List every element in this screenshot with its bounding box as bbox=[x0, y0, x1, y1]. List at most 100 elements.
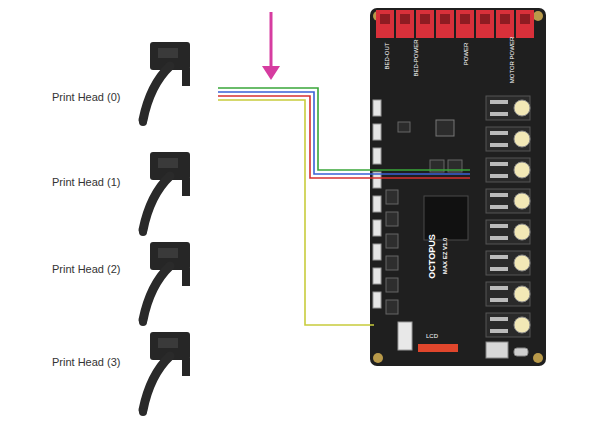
terminal-screw bbox=[500, 14, 510, 24]
header bbox=[386, 300, 398, 314]
head-hook bbox=[139, 228, 147, 236]
print-head-figure bbox=[139, 332, 190, 416]
side-connector bbox=[373, 220, 381, 236]
driver-socket bbox=[486, 158, 530, 182]
small-chip bbox=[398, 122, 410, 132]
pin-header bbox=[490, 143, 508, 147]
silkscreen-label: LCD bbox=[426, 333, 438, 339]
side-connector bbox=[373, 124, 381, 140]
pin-header bbox=[490, 224, 508, 228]
capacitor bbox=[514, 131, 530, 147]
driver-socket bbox=[486, 251, 530, 275]
driver-socket bbox=[486, 313, 530, 337]
header bbox=[386, 212, 398, 226]
head-tab bbox=[182, 68, 190, 86]
head-hook bbox=[139, 318, 147, 326]
capacitor bbox=[514, 286, 530, 302]
usb-port bbox=[486, 342, 508, 358]
silkscreen-label: BED-OUT bbox=[383, 43, 389, 70]
terminal-screw bbox=[440, 14, 450, 24]
print-head: Print Head (3) bbox=[46, 328, 218, 412]
pointer-arrow bbox=[262, 12, 280, 80]
terminal-screw bbox=[460, 14, 470, 24]
pin-header bbox=[490, 255, 508, 259]
head-label: Print Head (0) bbox=[52, 91, 120, 104]
pin-header bbox=[490, 112, 508, 116]
pin-header bbox=[490, 286, 508, 290]
pin-header bbox=[490, 205, 508, 209]
head-label: Print Head (3) bbox=[52, 356, 120, 369]
terminal-block bbox=[496, 10, 514, 38]
pin-header bbox=[490, 236, 508, 240]
side-connector bbox=[373, 100, 381, 116]
controller-board: OCTOPUS MAX EZ V1.0 bbox=[370, 8, 546, 366]
head-face bbox=[158, 158, 178, 168]
capacitor bbox=[514, 317, 530, 333]
silkscreen-label: MOTOR POWER bbox=[509, 37, 515, 84]
mount-hole bbox=[533, 11, 543, 21]
driver-socket bbox=[486, 127, 530, 151]
head-arm bbox=[143, 356, 170, 410]
header bbox=[386, 278, 398, 292]
board-silkscreen: MAX EZ V1.0 bbox=[442, 238, 448, 275]
side-connector bbox=[373, 148, 381, 164]
pcb bbox=[370, 8, 546, 366]
mcu-chip bbox=[424, 196, 468, 240]
print-head-figure bbox=[139, 242, 190, 326]
print-heads bbox=[139, 42, 190, 416]
terminal-block bbox=[436, 10, 454, 38]
head-face bbox=[158, 48, 178, 58]
wire bbox=[218, 92, 470, 174]
capacitor bbox=[514, 255, 530, 271]
head-tab bbox=[182, 178, 190, 196]
board-silkscreen: OCTOPUS bbox=[428, 234, 437, 278]
head-face bbox=[158, 338, 178, 348]
terminal-block bbox=[396, 10, 414, 38]
side-connector bbox=[373, 244, 381, 260]
capacitor bbox=[514, 224, 530, 240]
header bbox=[386, 256, 398, 270]
head-tab bbox=[182, 268, 190, 286]
head-face bbox=[158, 248, 178, 258]
pin-header bbox=[490, 162, 508, 166]
terminal-screw bbox=[400, 14, 410, 24]
arrow-head bbox=[262, 66, 280, 80]
header bbox=[386, 234, 398, 248]
controller-board bbox=[370, 8, 546, 366]
silkscreen-label: POWER bbox=[463, 43, 469, 66]
print-head: Print Head (2) bbox=[46, 238, 218, 322]
small-chip bbox=[436, 120, 454, 136]
head-hook bbox=[139, 118, 147, 126]
pin-header bbox=[490, 317, 508, 321]
mount-hole bbox=[533, 353, 543, 363]
pin-header bbox=[490, 267, 508, 271]
pin-header bbox=[490, 193, 508, 197]
terminal-screw bbox=[520, 14, 530, 24]
terminal-block bbox=[456, 10, 474, 38]
pin-header bbox=[490, 100, 508, 104]
terminal-screw bbox=[420, 14, 430, 24]
terminal-block bbox=[416, 10, 434, 38]
terminal-screw bbox=[380, 14, 390, 24]
head-label: Print Head (2) bbox=[52, 263, 120, 276]
pin-header bbox=[490, 174, 508, 178]
wire bbox=[218, 100, 374, 325]
print-head: Print Head (0) bbox=[46, 38, 218, 124]
driver-socket bbox=[486, 96, 530, 120]
print-head-figure bbox=[139, 42, 190, 126]
connector bbox=[398, 322, 412, 350]
side-connector bbox=[373, 268, 381, 284]
pin-header bbox=[490, 298, 508, 302]
head-tab bbox=[182, 358, 190, 376]
lcd-header bbox=[418, 344, 458, 352]
header bbox=[386, 190, 398, 204]
side-connector bbox=[373, 196, 381, 212]
arrow-shaft bbox=[270, 12, 273, 68]
head-arm bbox=[143, 176, 170, 230]
terminal-block bbox=[516, 10, 534, 38]
head-label: Print Head (1) bbox=[52, 176, 120, 189]
capacitor bbox=[514, 193, 530, 209]
